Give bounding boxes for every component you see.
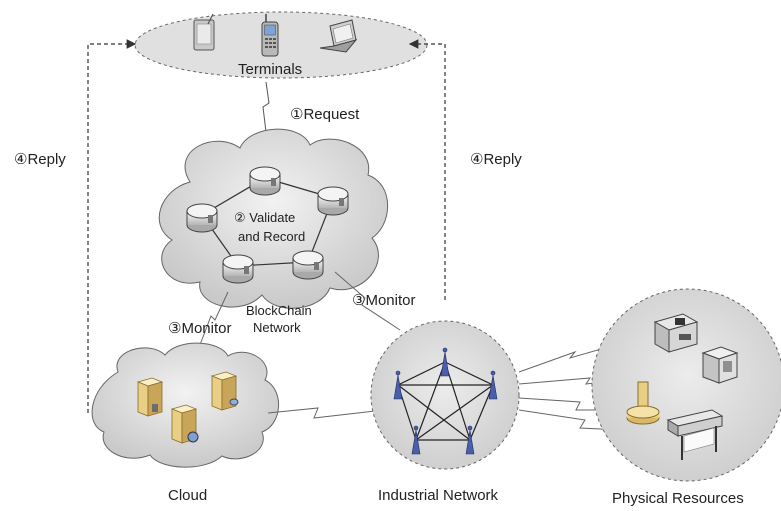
validate-label-line1: ② Validate	[234, 210, 295, 225]
monitor-right-label: ③Monitor	[352, 292, 415, 309]
reply-right-arrow	[408, 39, 446, 300]
request-link	[262, 81, 270, 133]
cloud-industrial-link	[267, 407, 376, 419]
monitor-links	[197, 271, 401, 351]
industrial-antennas	[393, 347, 498, 455]
validate-label-line2: and Record	[238, 229, 305, 244]
monitor-link-cloud	[197, 291, 229, 351]
machine-cabinet-icon[interactable]	[701, 346, 739, 384]
database-node-icon[interactable]	[292, 250, 324, 280]
reply-loop	[87, 39, 446, 413]
request-label: ①Request	[290, 106, 360, 123]
blockchain-label-line1: BlockChain	[246, 303, 312, 318]
physical-resources-label: Physical Resources	[612, 490, 744, 506]
industrial-network-label: Industrial Network	[378, 487, 499, 504]
blockchain-cloud	[158, 128, 389, 309]
blockchain-label-line2: Network	[253, 320, 301, 335]
reply-left-arrow	[87, 39, 137, 413]
reply-right-label: ④Reply	[470, 151, 522, 168]
laptop-icon[interactable]	[319, 19, 358, 53]
tablet-icon[interactable]	[193, 13, 215, 51]
industrial-network-group: Industrial Network	[370, 320, 520, 504]
terminals-group: Terminals	[134, 11, 428, 79]
antenna-icon[interactable]	[440, 347, 450, 377]
monitor-link-industrial	[334, 271, 401, 331]
antenna-icon[interactable]	[488, 370, 498, 400]
printer-icon[interactable]	[653, 313, 699, 353]
server-icon[interactable]	[170, 404, 199, 444]
plotter-icon[interactable]	[666, 409, 724, 460]
server-icon[interactable]	[210, 371, 239, 411]
valve-icon[interactable]	[626, 381, 660, 425]
server-icon[interactable]	[136, 377, 164, 417]
database-node-icon[interactable]	[222, 254, 254, 284]
antenna-icon[interactable]	[465, 425, 475, 455]
antenna-icon[interactable]	[411, 425, 421, 455]
monitor-left-label: ③Monitor	[168, 320, 231, 337]
cloud-group: Cloud	[91, 342, 280, 504]
terminals-label: Terminals	[238, 61, 302, 78]
antenna-icon[interactable]	[393, 370, 403, 400]
blockchain-nodes	[186, 166, 349, 284]
database-node-icon[interactable]	[317, 186, 349, 216]
cloud-label: Cloud	[168, 487, 207, 504]
database-node-icon[interactable]	[249, 166, 281, 196]
mobile-phone-icon[interactable]	[261, 14, 279, 57]
database-node-icon[interactable]	[186, 203, 218, 233]
physical-resources-group: Physical Resources	[591, 288, 781, 507]
reply-left-label: ④Reply	[14, 151, 66, 168]
